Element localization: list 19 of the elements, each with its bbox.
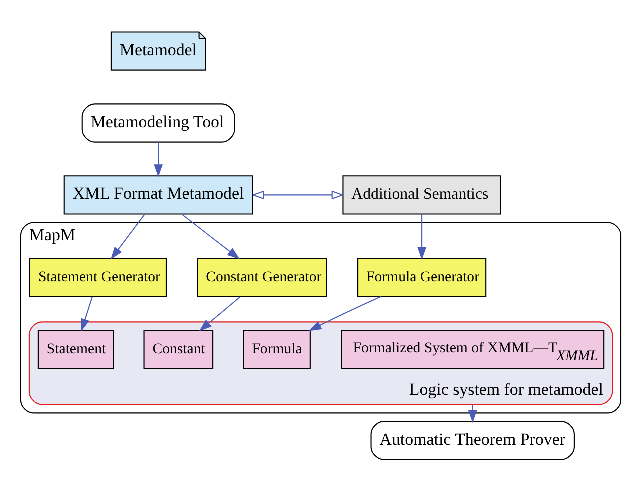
node-box: Additional Semantics [342,176,502,215]
node-box: XML Format Metamodel [64,176,254,215]
arrow [154,142,163,178]
arrow [308,296,382,332]
node-box: Metamodeling Tool [82,104,236,143]
node-box: Statement [38,330,114,370]
node-box: Statement Generator [29,258,168,298]
node-box: Formula [243,330,311,370]
arrow [418,214,427,260]
arrow [252,190,345,200]
node-box: Constant [144,330,214,370]
arrow [199,296,241,332]
node-box: Formula Generator [358,258,487,298]
arrow [81,297,93,332]
arrow [468,404,478,424]
arrow [182,214,240,260]
arrow [110,214,146,260]
node-box: Constant Generator [197,258,328,298]
node-box: Automatic Theorem Prover [370,421,575,460]
